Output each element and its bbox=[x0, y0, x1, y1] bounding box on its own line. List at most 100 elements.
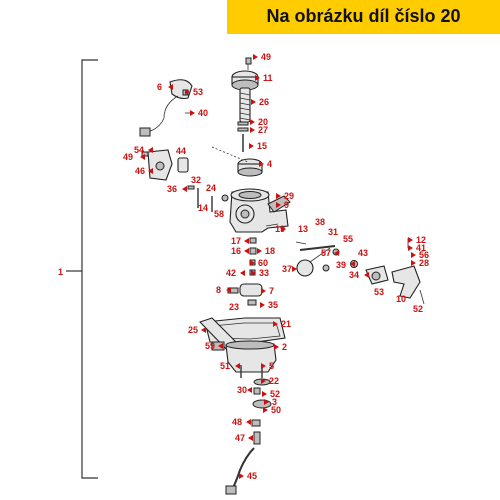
callout-39: 39 bbox=[336, 260, 355, 270]
callout-34: 34 bbox=[349, 270, 369, 280]
callout-31: 31 bbox=[328, 227, 338, 237]
callout-19: 19 bbox=[275, 224, 286, 234]
callout-47: 47 bbox=[235, 433, 253, 443]
callout-label: 3 bbox=[272, 397, 277, 407]
part-drain-screws bbox=[240, 365, 272, 409]
callout-52-right: 52 bbox=[413, 304, 423, 314]
callout-label: 49 bbox=[261, 52, 271, 62]
callout-43: 43 bbox=[358, 248, 368, 258]
callout-label: 36 bbox=[167, 184, 177, 194]
callout-label: 55 bbox=[343, 234, 353, 244]
callout-label: 34 bbox=[349, 270, 359, 280]
part-float-7-8 bbox=[227, 283, 263, 306]
callout-label: 33 bbox=[259, 268, 269, 278]
part-throttle-37 bbox=[296, 245, 340, 277]
callout-label: 47 bbox=[235, 433, 245, 443]
callout-label: 52 bbox=[413, 304, 423, 314]
callout-18: 18 bbox=[257, 246, 275, 256]
callout-2: 2 bbox=[274, 342, 287, 352]
part-cap-49-11 bbox=[231, 57, 259, 91]
callout-label: 10 bbox=[396, 294, 406, 304]
callout-25: 25 bbox=[188, 325, 206, 335]
callout-36: 36 bbox=[167, 184, 187, 194]
callout-20: 20 bbox=[250, 117, 268, 127]
callout-label: 53 bbox=[374, 287, 384, 297]
part-number-banner: Na obrázku díl číslo 20 bbox=[227, 0, 500, 34]
callout-6: 6 bbox=[157, 82, 173, 92]
callout-label: 15 bbox=[257, 141, 267, 151]
callout-label: 28 bbox=[419, 258, 429, 268]
callout-label: 30 bbox=[237, 385, 247, 395]
callout-40: 40 bbox=[190, 108, 208, 118]
callout-label: 54 bbox=[134, 145, 144, 155]
callout-label: 59 bbox=[205, 341, 215, 351]
callout-label: 58 bbox=[214, 209, 224, 219]
callout-label: 42 bbox=[226, 268, 236, 278]
callout-label: 50 bbox=[271, 405, 281, 415]
callout-5: 5 bbox=[261, 361, 274, 371]
callout-45: 45 bbox=[239, 471, 257, 481]
callout-label: 37 bbox=[282, 264, 292, 274]
callout-4: 4 bbox=[259, 159, 272, 169]
callout-12: 12 bbox=[408, 235, 426, 245]
callout-label: 56 bbox=[419, 250, 429, 260]
callout-label: 8 bbox=[216, 285, 221, 295]
callout-54: 54 bbox=[134, 145, 153, 155]
callout-label: 9 bbox=[284, 200, 289, 210]
callout-38: 38 bbox=[315, 217, 325, 227]
callout-label: 4 bbox=[267, 159, 272, 169]
part-bracket-54-44-46 bbox=[141, 149, 189, 181]
callout-17: 17 bbox=[231, 236, 249, 246]
callout-label: 16 bbox=[231, 246, 241, 256]
callout-7: 7 bbox=[261, 286, 274, 296]
callout-30: 30 bbox=[237, 385, 252, 395]
callout-46: 46 bbox=[135, 166, 153, 176]
callout-60: 60 bbox=[250, 258, 268, 268]
part-drain-hose-45 bbox=[225, 419, 261, 495]
callout-label: 44 bbox=[176, 146, 186, 156]
callout-label: 5 bbox=[269, 361, 274, 371]
callout-label: 43 bbox=[358, 248, 368, 258]
callout-49-top: 49 bbox=[253, 52, 271, 62]
callout-16: 16 bbox=[231, 246, 249, 256]
part-choke-sensor-6 bbox=[139, 79, 193, 137]
callout-label: 23 bbox=[229, 302, 239, 312]
callout-label: 39 bbox=[336, 260, 346, 270]
callout-label: 24 bbox=[206, 183, 216, 193]
assembly-label: 1 bbox=[58, 267, 63, 277]
part-jets-17-16-18 bbox=[249, 237, 257, 276]
callout-label: 11 bbox=[263, 73, 273, 83]
callout-label: 2 bbox=[282, 342, 287, 352]
callout-label: 14 bbox=[198, 203, 208, 213]
callout-15: 15 bbox=[249, 141, 267, 151]
callout-35: 35 bbox=[260, 300, 278, 310]
callout-49-left: 49 bbox=[123, 152, 145, 162]
callout-label: 38 bbox=[315, 217, 325, 227]
callout-label: 41 bbox=[416, 243, 426, 253]
callout-13: 13 bbox=[298, 224, 308, 234]
callout-10: 10 bbox=[396, 294, 406, 304]
callout-label: 17 bbox=[231, 236, 241, 246]
banner-text: Na obrázku díl číslo 20 bbox=[266, 6, 461, 26]
part-slide-4 bbox=[237, 158, 263, 177]
callout-label: 31 bbox=[328, 227, 338, 237]
callout-41: 41 bbox=[408, 243, 426, 253]
callout-37: 37 bbox=[282, 264, 297, 274]
callout-56: 56 bbox=[411, 250, 429, 260]
callout-label: 57 bbox=[321, 248, 331, 258]
callout-57: 57 bbox=[321, 248, 339, 258]
callout-51: 51 bbox=[220, 361, 240, 371]
part-needle-20-27-15 bbox=[237, 121, 249, 152]
callout-label: 45 bbox=[247, 471, 257, 481]
callout-label: 52 bbox=[270, 389, 280, 399]
callout-label: 13 bbox=[298, 224, 308, 234]
callout-3: 3 bbox=[264, 397, 277, 407]
callout-50: 50 bbox=[263, 405, 281, 415]
callout-48: 48 bbox=[232, 417, 251, 427]
callout-label: 26 bbox=[259, 97, 269, 107]
callout-21: 21 bbox=[273, 319, 291, 329]
callout-label: 12 bbox=[416, 235, 426, 245]
callout-11: 11 bbox=[255, 73, 273, 83]
callout-58: 58 bbox=[214, 209, 224, 219]
